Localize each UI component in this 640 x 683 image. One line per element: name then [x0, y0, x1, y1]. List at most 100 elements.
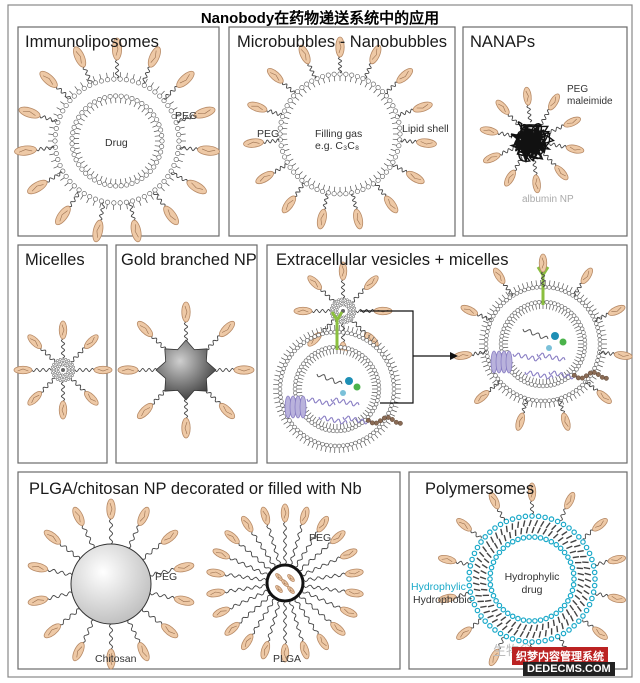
nanobody-icon	[538, 253, 548, 273]
nanobody-icon	[224, 530, 240, 545]
peg-linker	[295, 531, 319, 568]
nanobody-icon	[224, 621, 240, 636]
rna-cargo	[512, 352, 542, 362]
peg-linker	[142, 542, 162, 560]
frame-plga	[17, 471, 401, 670]
peg-linker	[299, 542, 332, 572]
transmembrane-helix	[505, 350, 513, 374]
nanobody-icon	[515, 412, 526, 431]
peg-linker	[374, 183, 387, 197]
nanobody-icon	[55, 205, 71, 226]
polymersomes-title: Polymersomes	[425, 480, 535, 498]
hydrophylic-label: Hydrophylic	[411, 581, 466, 593]
peg-label-lipo: PEG	[175, 110, 198, 122]
nanobody-icon	[344, 588, 364, 598]
rna-cargo	[318, 415, 348, 425]
nanobody-icon	[173, 595, 195, 606]
fusion-arrow	[360, 310, 456, 404]
rna-cargo	[306, 397, 336, 407]
nanobody-icon	[106, 498, 116, 520]
nanobody-icon	[479, 126, 499, 136]
peg-linker	[127, 619, 141, 643]
drug-core	[79, 103, 155, 179]
peg-linker	[251, 531, 276, 568]
peg-linker	[263, 138, 280, 145]
nanobody-icon	[27, 595, 49, 606]
nanobody-icon	[554, 165, 569, 181]
peg-linker	[60, 381, 66, 402]
nanobody-icon	[106, 648, 116, 670]
nanobody-icon	[218, 402, 236, 420]
figure-title: Nanobody在药物递送系统中的应用	[200, 10, 440, 27]
peg-linker	[455, 591, 469, 599]
peg-linker	[385, 81, 398, 95]
nanobody-icon	[83, 334, 99, 350]
nanobody-icon	[27, 562, 49, 573]
nanobody-icon	[580, 267, 594, 285]
peg-linker	[471, 350, 487, 357]
nanobody-icon	[532, 174, 541, 194]
peg-linker	[229, 589, 268, 610]
nanobody-icon	[281, 195, 297, 214]
peg-linker	[549, 142, 567, 149]
peg-linker	[582, 529, 594, 540]
vesicle-after	[479, 266, 609, 408]
peg-linker	[540, 271, 546, 288]
peg-linker	[266, 524, 282, 565]
nanobody-icon	[344, 568, 364, 578]
nanobody-icon	[299, 506, 310, 525]
nanobody-icon	[83, 390, 99, 406]
nanobody-icon	[460, 304, 479, 316]
peg-linker	[320, 319, 334, 334]
nanobody-icon	[383, 195, 399, 214]
peg-linker	[557, 398, 566, 414]
peg-linker	[128, 524, 140, 549]
peg-linker	[337, 56, 343, 74]
nanobody-icon	[405, 170, 425, 185]
tail-bead	[393, 419, 399, 425]
drug-label: Drug	[105, 137, 128, 149]
dna-cargo	[522, 328, 549, 340]
gold-title: Gold branched NP	[121, 251, 257, 269]
gold-core	[155, 339, 217, 401]
frame-immunoliposomes	[17, 26, 220, 237]
nanobody-icon	[117, 365, 139, 375]
peg-linker	[47, 568, 73, 576]
nanobody-icon	[233, 365, 255, 375]
nanobody-icon	[437, 593, 457, 603]
nanobody-icon	[281, 579, 289, 587]
nanobody-icon	[111, 37, 123, 61]
tail-bead	[599, 374, 605, 380]
peg-linker	[171, 172, 188, 182]
nanobody-icon	[181, 417, 191, 439]
nanobody-icon	[27, 334, 43, 350]
frame-gold	[115, 244, 258, 464]
tail-bead	[373, 420, 379, 426]
nanobody-icon	[280, 503, 290, 523]
peg-linker	[46, 171, 63, 183]
peg-linker	[400, 138, 417, 144]
peg-linker	[594, 592, 609, 598]
peg-linker	[128, 202, 136, 221]
tail-bead	[595, 372, 601, 377]
nanobody-icon	[255, 170, 275, 185]
peg-linker	[40, 377, 55, 393]
plga-title: PLGA/chitosan NP decorated or filled wit…	[29, 480, 362, 498]
peg-linker	[149, 567, 175, 577]
nanobody-icon	[243, 138, 264, 148]
peg-linker	[273, 163, 288, 174]
nanobody-icon	[307, 275, 323, 291]
peg-linker	[59, 543, 81, 560]
nanobody-icon	[92, 219, 104, 243]
peg-linker	[288, 601, 304, 642]
peg-linker	[266, 109, 283, 116]
nanobody-icon	[316, 515, 330, 533]
nanap-particle	[479, 86, 585, 194]
hydrophobic-label: Hydrophobic	[413, 594, 472, 606]
nanobody-icon	[176, 70, 195, 88]
peg-linker	[108, 623, 114, 650]
gas-example-label: e.g. C₃C₈	[315, 140, 360, 152]
peg-linker	[229, 557, 269, 576]
peg-linker	[548, 124, 565, 135]
